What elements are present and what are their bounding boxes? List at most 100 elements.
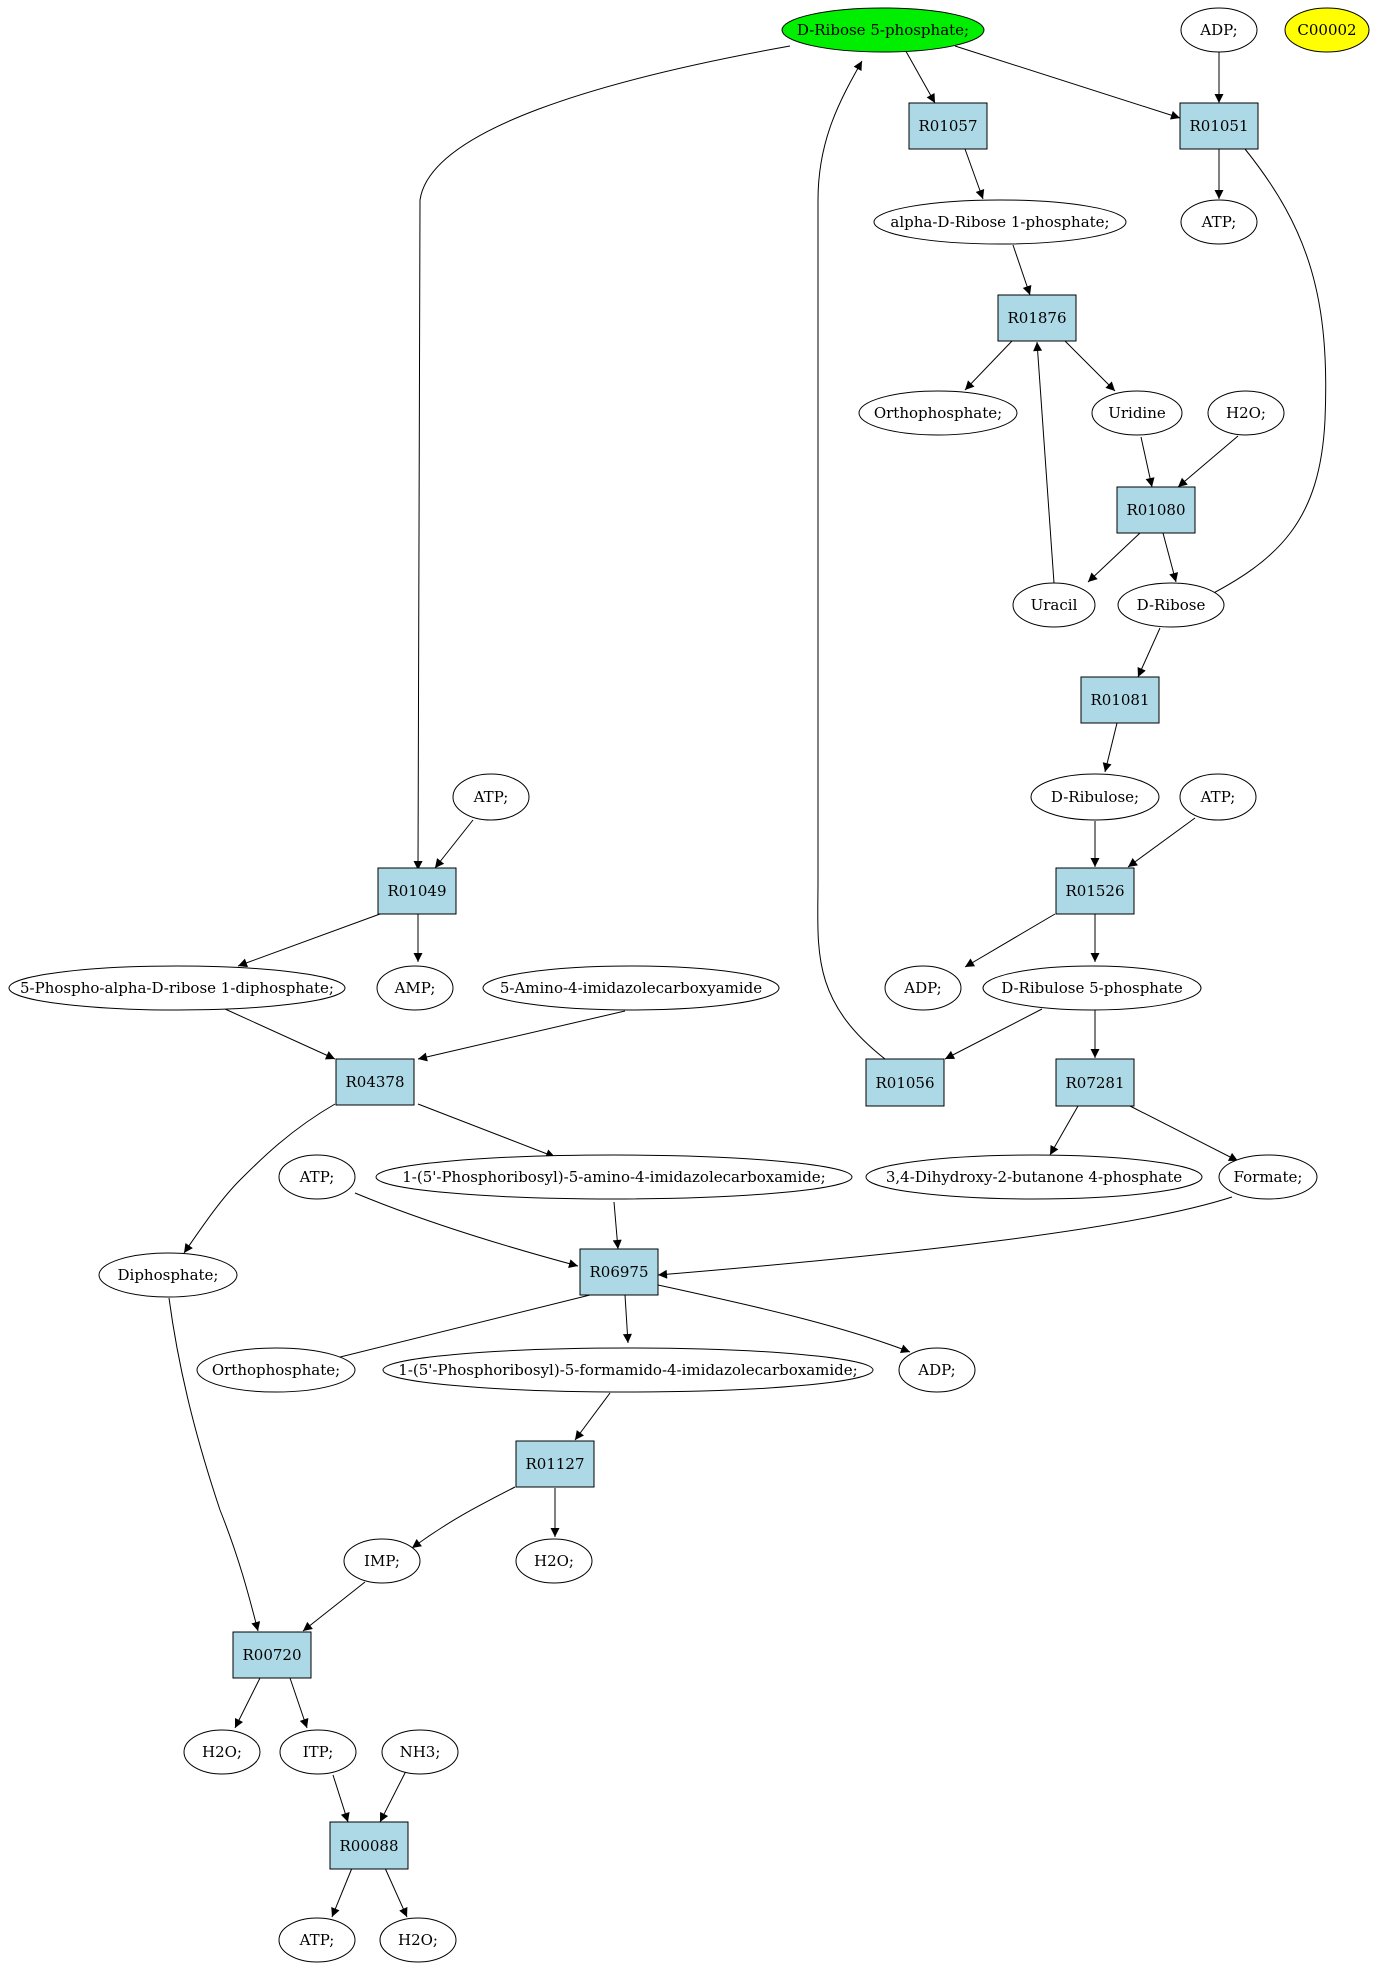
reaction-box [232, 1631, 312, 1679]
edge-r01057-alpharibose1p [964, 148, 985, 200]
compound-d-ribose-5-phosphate[interactable]: D-Ribose 5-phosphate; [781, 7, 985, 53]
edge-r06975-orthophosphate [319, 1294, 591, 1365]
reaction-label: R01081 [1090, 691, 1149, 709]
reaction-r01049[interactable]: R01049 [377, 867, 457, 915]
reaction-r01526[interactable]: R01526 [1055, 867, 1135, 915]
compound-label: D-Ribose 5-phosphate; [797, 21, 969, 39]
compound-dihydroxy-butanone-phosphate[interactable]: 3,4-Dihydroxy-2-butanone 4-phosphate [865, 1154, 1203, 1200]
compound-atp-r00088[interactable]: ATP; [278, 1917, 356, 1963]
edge-r00088-atp [331, 1867, 353, 1918]
compound-shape [375, 1154, 853, 1200]
compound-atp-r01049[interactable]: ATP; [452, 773, 530, 821]
edge-imp-r00720 [302, 1581, 366, 1632]
compound-shape [982, 965, 1202, 1011]
edge-aica-r04378 [417, 1010, 626, 1062]
reaction-r06975[interactable]: R06975 [579, 1248, 659, 1296]
compound-shape [379, 1917, 457, 1963]
compound-shape [781, 7, 985, 53]
reaction-r01081[interactable]: R01081 [1080, 676, 1160, 724]
compound-label: ATP; [1200, 788, 1236, 806]
compound-adp-r06975[interactable]: ADP; [898, 1347, 976, 1393]
edge-itp-r00088 [332, 1774, 350, 1823]
compound-orthophosphate-r06975[interactable]: Orthophosphate; [196, 1347, 356, 1393]
reaction-r01080[interactable]: R01080 [1116, 486, 1196, 534]
compound-aica[interactable]: 5-Amino-4-imidazolecarboxyamide [482, 965, 780, 1011]
reaction-r00088[interactable]: R00088 [329, 1821, 409, 1870]
compound-prpp[interactable]: 5-Phospho-alpha-D-ribose 1-diphosphate; [8, 965, 346, 1011]
reaction-label: R07281 [1065, 1074, 1124, 1092]
compound-aicar[interactable]: 1-(5'-Phosphoribosyl)-5-amino-4-imidazol… [375, 1154, 853, 1200]
compound-faicar[interactable]: 1-(5'-Phosphoribosyl)-5-formamido-4-imid… [382, 1347, 874, 1393]
compound-shape [8, 965, 346, 1011]
compound-shape [183, 1729, 261, 1775]
compound-d-ribose[interactable]: D-Ribose [1117, 582, 1225, 628]
compound-orthophosphate-r01876[interactable]: Orthophosphate; [858, 390, 1018, 436]
reaction-label: R01876 [1007, 309, 1066, 327]
reaction-label: R04378 [345, 1073, 404, 1091]
edge-uracil-r01876 [1033, 341, 1055, 584]
compound-amp[interactable]: AMP; [376, 965, 454, 1011]
compound-atp-r01051[interactable]: ATP; [1180, 199, 1258, 245]
reaction-r00720[interactable]: R00720 [232, 1631, 312, 1679]
reaction-label: R01057 [918, 117, 977, 135]
compound-label: 1-(5'-Phosphoribosyl)-5-formamido-4-imid… [398, 1361, 857, 1379]
compound-h2o-r01080[interactable]: H2O; [1207, 390, 1285, 436]
compound-label: ATP; [473, 788, 509, 806]
compound-adp-r01526[interactable]: ADP; [884, 965, 962, 1011]
compound-h2o-r00088[interactable]: H2O; [379, 1917, 457, 1963]
query-compound-c00002[interactable]: C00002 [1284, 7, 1370, 53]
compound-itp[interactable]: ITP; [279, 1729, 357, 1775]
compound-imp[interactable]: IMP; [343, 1538, 421, 1584]
compound-uracil[interactable]: Uracil [1012, 582, 1096, 628]
compound-label: Orthophosphate; [874, 404, 1002, 422]
compound-shape [873, 199, 1127, 245]
compound-label: NH3; [400, 1743, 441, 1761]
compound-label: ATP; [299, 1168, 335, 1186]
compound-diphosphate[interactable]: Diphosphate; [98, 1252, 238, 1298]
compound-shape [278, 1154, 356, 1200]
reaction-r01127[interactable]: R01127 [515, 1440, 595, 1488]
compound-h2o-r00720[interactable]: H2O; [183, 1729, 261, 1775]
compound-shape [98, 1252, 238, 1298]
reaction-r01056[interactable]: R01056 [865, 1058, 945, 1107]
edge-r07281-formate [1129, 1105, 1239, 1162]
reaction-r07281[interactable]: R07281 [1055, 1058, 1135, 1107]
reaction-r01057[interactable]: R01057 [908, 102, 988, 150]
reaction-r01876[interactable]: R01876 [997, 294, 1077, 342]
edge-r01876-uridine [1064, 340, 1116, 392]
reaction-box [1179, 102, 1259, 150]
compound-label: C00002 [1297, 21, 1356, 39]
reaction-box [1055, 867, 1135, 915]
compound-alpha-d-ribose-1-phosphate[interactable]: alpha-D-Ribose 1-phosphate; [873, 199, 1127, 245]
reaction-box [377, 867, 457, 915]
reaction-label: R01080 [1126, 501, 1185, 519]
compound-shape [452, 773, 530, 821]
compound-label: ATP; [299, 1931, 335, 1949]
compound-label: 3,4-Dihydroxy-2-butanone 4-phosphate [886, 1168, 1182, 1186]
compound-shape [865, 1154, 1203, 1200]
nodes: D-Ribose 5-phosphate; ADP; C00002 R01057… [8, 7, 1370, 1963]
compound-label: ITP; [303, 1743, 334, 1761]
reaction-r01051[interactable]: R01051 [1179, 102, 1259, 150]
compound-adp-top[interactable]: ADP; [1180, 7, 1258, 53]
reaction-box [579, 1248, 659, 1296]
compound-uridine[interactable]: Uridine [1091, 390, 1183, 436]
compound-h2o-r01127[interactable]: H2O; [515, 1538, 593, 1584]
compound-formate[interactable]: Formate; [1218, 1154, 1318, 1200]
edge-atp-r01526 [1127, 817, 1196, 868]
compound-label: D-Ribose [1137, 596, 1206, 614]
compound-label: H2O; [202, 1743, 242, 1761]
edge-faicar-r01127 [574, 1392, 611, 1441]
compound-label: D-Ribulose 5-phosphate [1001, 979, 1183, 997]
compound-d-ribulose-5-phosphate[interactable]: D-Ribulose 5-phosphate [982, 965, 1202, 1011]
compound-atp-r06975[interactable]: ATP; [278, 1154, 356, 1200]
edge-r06975-adp [657, 1284, 911, 1353]
compound-atp-r01526[interactable]: ATP; [1179, 773, 1257, 821]
compound-shape [1180, 7, 1258, 53]
compound-shape [382, 1347, 874, 1393]
compound-d-ribulose[interactable]: D-Ribulose; [1030, 773, 1160, 821]
compound-label: Formate; [1234, 1168, 1303, 1186]
reaction-r04378[interactable]: R04378 [335, 1058, 415, 1106]
compound-nh3[interactable]: NH3; [381, 1729, 459, 1775]
